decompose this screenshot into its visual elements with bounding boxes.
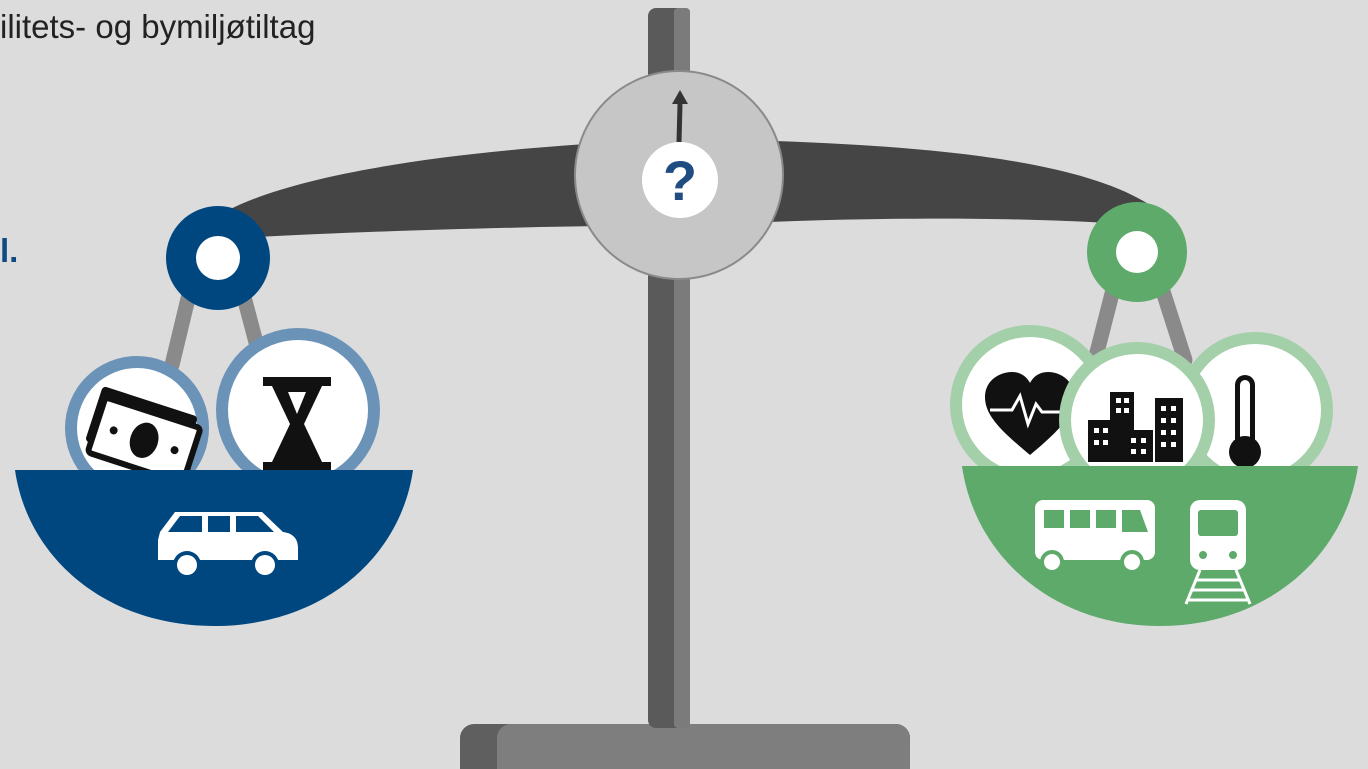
bus-icon bbox=[1035, 500, 1155, 574]
car-icon bbox=[158, 512, 298, 579]
scale-base bbox=[460, 724, 910, 769]
buildings-icon bbox=[1059, 342, 1215, 498]
train-icon bbox=[1184, 500, 1252, 605]
left-pan bbox=[15, 328, 413, 626]
title-text: ilitets- og bymiljøtiltag bbox=[0, 8, 316, 45]
hourglass-icon bbox=[216, 328, 380, 492]
right-pan bbox=[950, 325, 1358, 626]
question-mark: ? bbox=[663, 149, 697, 212]
money-icon bbox=[65, 356, 209, 500]
center-dial: ? bbox=[574, 70, 784, 280]
right-pivot bbox=[1087, 202, 1187, 302]
side-text: l. bbox=[0, 232, 19, 269]
thermometer-icon bbox=[1177, 332, 1333, 488]
left-pivot bbox=[166, 206, 270, 310]
right-bowl bbox=[962, 466, 1358, 626]
